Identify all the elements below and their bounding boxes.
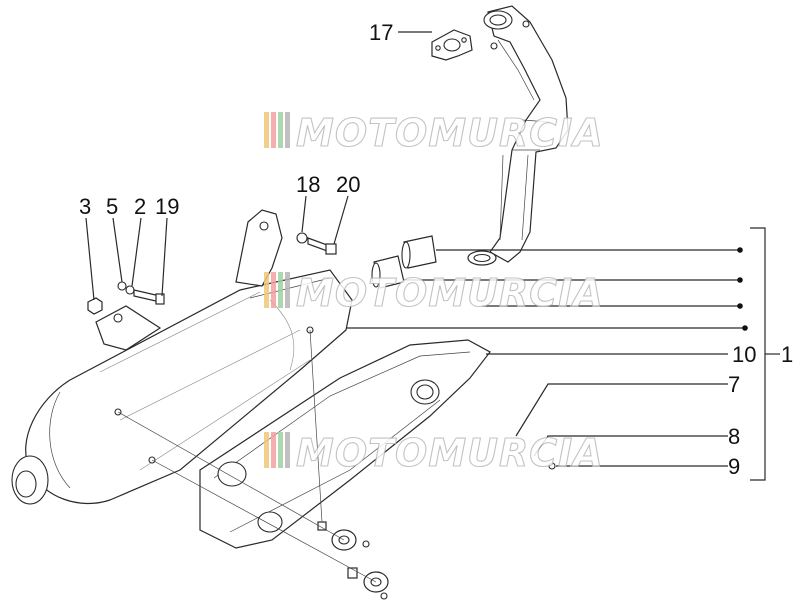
callout-1: 1 bbox=[781, 342, 793, 367]
callout-labels: 17 18 20 3 5 2 19 10 1 7 8 9 bbox=[79, 20, 793, 479]
header-pipe bbox=[483, 5, 569, 263]
pipe-clamp bbox=[467, 250, 497, 266]
watermark-color-bar bbox=[271, 272, 276, 308]
grommet-set bbox=[317, 462, 556, 600]
leader-lines bbox=[85, 31, 780, 481]
watermark-color-bar bbox=[278, 112, 283, 148]
callout-7: 7 bbox=[728, 372, 740, 397]
muffler-body bbox=[11, 209, 353, 505]
watermark-middle: MOTOMURCIA bbox=[264, 270, 604, 316]
watermark-text: MOTOMURCIA bbox=[296, 271, 604, 315]
watermark-color-bar bbox=[278, 432, 283, 468]
watermark-color-bar bbox=[271, 432, 276, 468]
watermark-top: MOTOMURCIA bbox=[264, 110, 604, 156]
watermark-color-bar bbox=[264, 432, 269, 468]
callout-18: 18 bbox=[296, 172, 320, 197]
callout-2: 2 bbox=[134, 194, 146, 219]
watermark-color-bar bbox=[278, 272, 283, 308]
callout-10: 10 bbox=[732, 342, 756, 367]
watermark-color-bar bbox=[285, 272, 290, 308]
callout-3: 3 bbox=[79, 194, 91, 219]
watermark-color-bar bbox=[271, 112, 276, 148]
watermark-color-bar bbox=[285, 432, 290, 468]
gasket-17 bbox=[431, 29, 473, 61]
assembly-lines bbox=[117, 329, 377, 583]
heat-shield-10 bbox=[199, 339, 491, 549]
watermark-text: MOTOMURCIA bbox=[296, 111, 604, 155]
watermark-color-bar bbox=[264, 112, 269, 148]
watermark-text: MOTOMURCIA bbox=[296, 431, 604, 475]
callout-17: 17 bbox=[369, 20, 393, 45]
callout-19: 19 bbox=[155, 194, 179, 219]
callout-5: 5 bbox=[106, 194, 118, 219]
callout-9: 9 bbox=[728, 454, 740, 479]
watermark-color-bar bbox=[264, 272, 269, 308]
hardware-3-5-2-19 bbox=[87, 281, 165, 315]
sleeve-a bbox=[401, 235, 437, 269]
hardware-18-20 bbox=[296, 232, 337, 255]
watermark-color-bar bbox=[285, 112, 290, 148]
sleeve-b bbox=[371, 255, 405, 289]
callout-8: 8 bbox=[728, 424, 740, 449]
callout-20: 20 bbox=[336, 172, 360, 197]
watermark-bottom: MOTOMURCIA bbox=[264, 430, 604, 476]
